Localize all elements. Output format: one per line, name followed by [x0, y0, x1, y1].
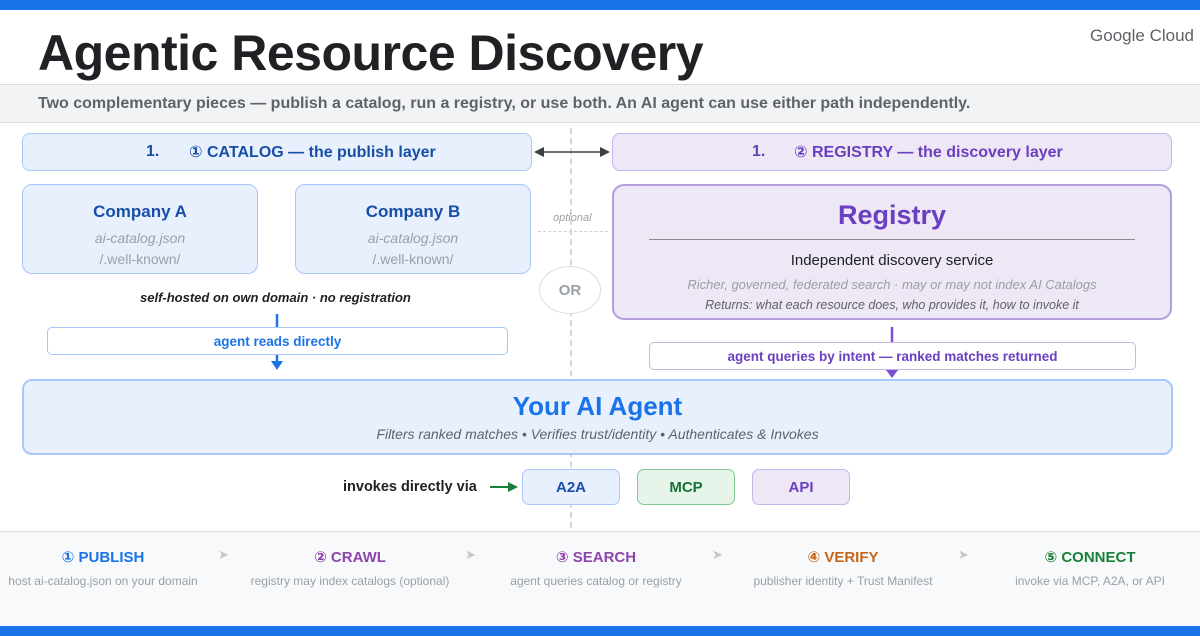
subtitle-band [0, 85, 1200, 123]
catalog-layer-header: 1. ① CATALOG — the publish layer [22, 133, 532, 171]
self-hosted-note: self-hosted on own domain · no registrat… [140, 290, 411, 305]
step-publish-title: ① PUBLISH [61, 549, 145, 566]
step-crawl-title: ② CRAWL [314, 549, 386, 566]
catalog-layer-label: ① CATALOG — the publish layer [189, 144, 436, 161]
or-badge: OR [539, 266, 601, 314]
page-title: Agentic Resource Discovery [38, 25, 704, 81]
registry-search-note: Richer, governed, federated search · may… [687, 277, 1097, 292]
step-publish-desc: host ai-catalog.json on your domain [8, 574, 198, 588]
protocol-mcp-badge: MCP [637, 469, 735, 505]
ai-agent-title: Your AI Agent [512, 391, 683, 421]
page-subtitle: Two complementary pieces — publish a cat… [38, 95, 971, 112]
company-a-file: ai-catalog.json [94, 230, 186, 246]
company-a-name: Company A [93, 202, 187, 221]
registry-layer-header: 1. ② REGISTRY — the discovery layer [612, 133, 1172, 171]
protocol-api-badge: API [752, 469, 850, 505]
step-verify: ④ VERIFY publisher identity + Trust Mani… [733, 548, 953, 588]
title-divider [0, 84, 1200, 85]
company-b-card: Company B ai-catalog.json /.well-known/ [295, 184, 531, 274]
company-b-name: Company B [365, 202, 461, 221]
registry-title-rule [649, 239, 1135, 240]
top-accent-bar [0, 0, 1200, 10]
optional-dashed-link [538, 231, 608, 232]
step-verify-desc: publisher identity + Trust Manifest [753, 574, 933, 588]
ai-agent-subtitle: Filters ranked matches • Verifies trust/… [376, 426, 819, 442]
company-a-path: /.well-known/ [99, 251, 181, 267]
brand-logo-text: Google Cloud [1090, 26, 1194, 45]
optional-label: optional [553, 212, 592, 224]
registry-returns-note: Returns: what each resource does, who pr… [705, 298, 1079, 312]
registry-layer-label: ② REGISTRY — the discovery layer [794, 144, 1063, 161]
step-search-desc: agent queries catalog or registry [510, 574, 682, 588]
invokes-directly-label: invokes directly via [343, 479, 477, 495]
ai-agent-card: Your AI Agent Filters ranked matches • V… [22, 379, 1173, 455]
company-a-card: Company A ai-catalog.json /.well-known/ [22, 184, 258, 274]
company-b-path: /.well-known/ [372, 251, 454, 267]
step-connect-title: ⑤ CONNECT [1044, 549, 1136, 566]
catalog-layer-number: 1. [146, 143, 160, 160]
step-arrow-icon: ➤ [465, 547, 476, 562]
step-arrow-icon: ➤ [958, 547, 969, 562]
company-b-file: ai-catalog.json [367, 230, 459, 246]
agent-reads-directly-label: agent reads directly [47, 327, 508, 355]
step-verify-title: ④ VERIFY [807, 549, 879, 566]
steps-band [0, 531, 1200, 626]
step-connect-desc: invoke via MCP, A2A, or API [1015, 574, 1165, 588]
center-dashed-divider [570, 128, 572, 528]
step-search: ③ SEARCH agent queries catalog or regist… [486, 548, 706, 588]
step-publish: ① PUBLISH host ai-catalog.json on your d… [0, 548, 213, 588]
protocol-a2a-badge: A2A [522, 469, 620, 505]
step-crawl: ② CRAWL registry may index catalogs (opt… [240, 548, 460, 588]
step-crawl-desc: registry may index catalogs (optional) [250, 574, 450, 588]
invoke-arrow-icon [490, 482, 518, 492]
registry-subtitle: Independent discovery service [790, 252, 994, 269]
registry-title: Registry [837, 200, 947, 230]
registry-layer-number: 1. [752, 143, 766, 160]
step-arrow-icon: ➤ [712, 547, 723, 562]
step-arrow-icon: ➤ [218, 547, 229, 562]
agent-queries-label: agent queries by intent — ranked matches… [649, 342, 1136, 370]
step-search-title: ③ SEARCH [555, 549, 637, 566]
bottom-accent-bar [0, 626, 1200, 636]
double-arrow-icon [534, 147, 610, 157]
step-connect: ⑤ CONNECT invoke via MCP, A2A, or API [980, 548, 1200, 588]
registry-card: Registry Independent discovery service R… [612, 184, 1172, 320]
